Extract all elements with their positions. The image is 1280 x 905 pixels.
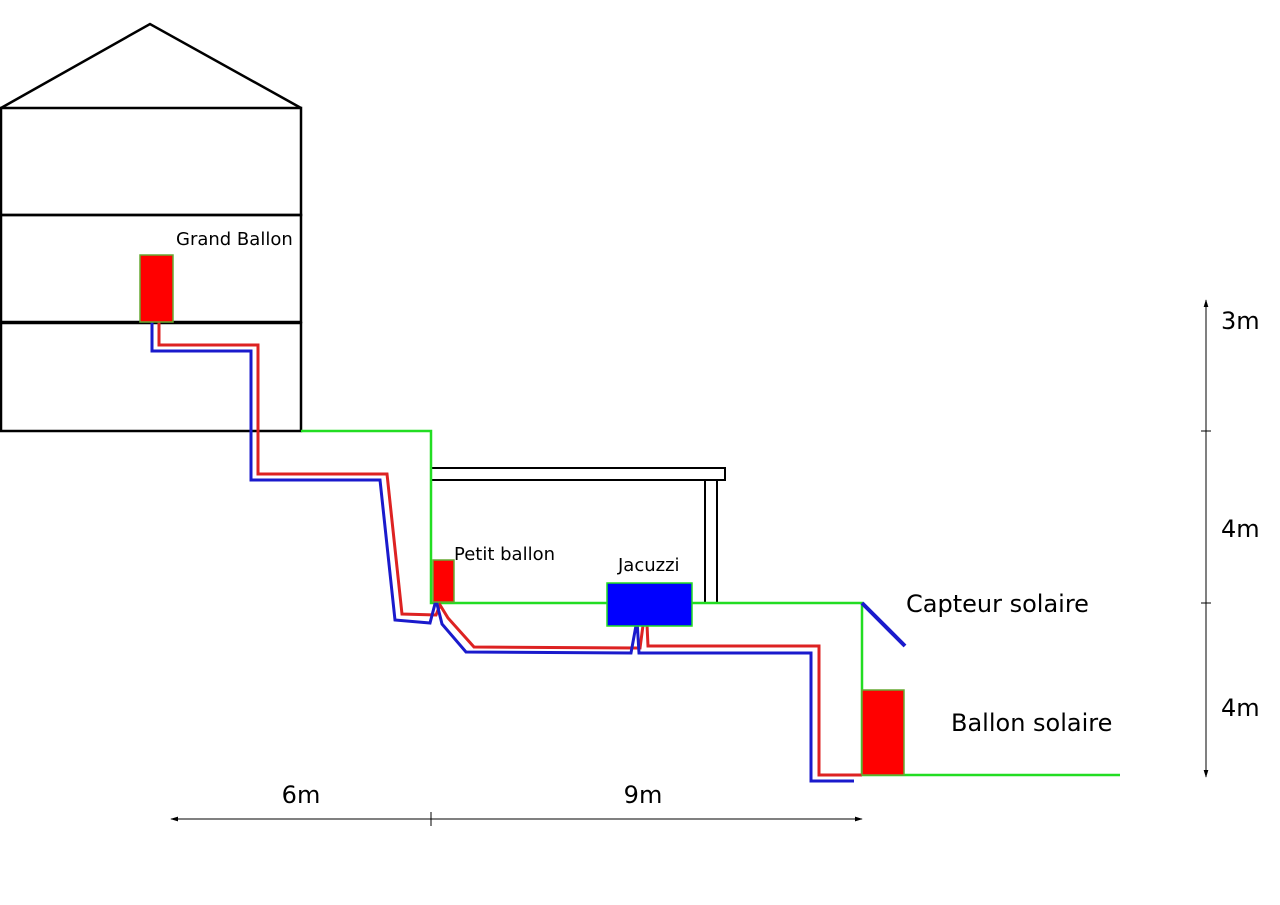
canopy-post	[704, 479, 718, 604]
grand-ballon-tank	[139, 254, 174, 323]
label-jacuzzi: Jacuzzi	[617, 555, 680, 576]
ballon-solaire-tank	[861, 689, 905, 776]
house	[0, 22, 303, 433]
label-grand-ballon: Grand Ballon	[176, 229, 293, 250]
dim-vertical-4m-upper: 4m	[1221, 515, 1260, 543]
dim-vertical-4m-lower: 4m	[1221, 694, 1260, 722]
petit-ballon-tank	[432, 559, 455, 603]
dim-vertical-3m: 3m	[1221, 307, 1260, 335]
dim-horizontal-9m: 9m	[624, 781, 663, 809]
label-ballon-solaire: Ballon solaire	[951, 709, 1112, 737]
jacuzzi-tub	[606, 582, 693, 627]
house-roof	[0, 22, 302, 110]
solar-collector-panel	[860, 601, 907, 648]
canopy-roof	[430, 467, 726, 481]
vertical-dimension	[1201, 299, 1211, 778]
dim-horizontal-6m: 6m	[282, 781, 321, 809]
house-floor-top	[0, 106, 303, 217]
hot-water-pipe	[157, 322, 862, 777]
label-capteur-solaire: Capteur solaire	[906, 590, 1089, 618]
label-petit-ballon: Petit ballon	[454, 544, 555, 565]
cold-water-pipe	[150, 322, 854, 783]
horizontal-dimension	[170, 812, 863, 826]
